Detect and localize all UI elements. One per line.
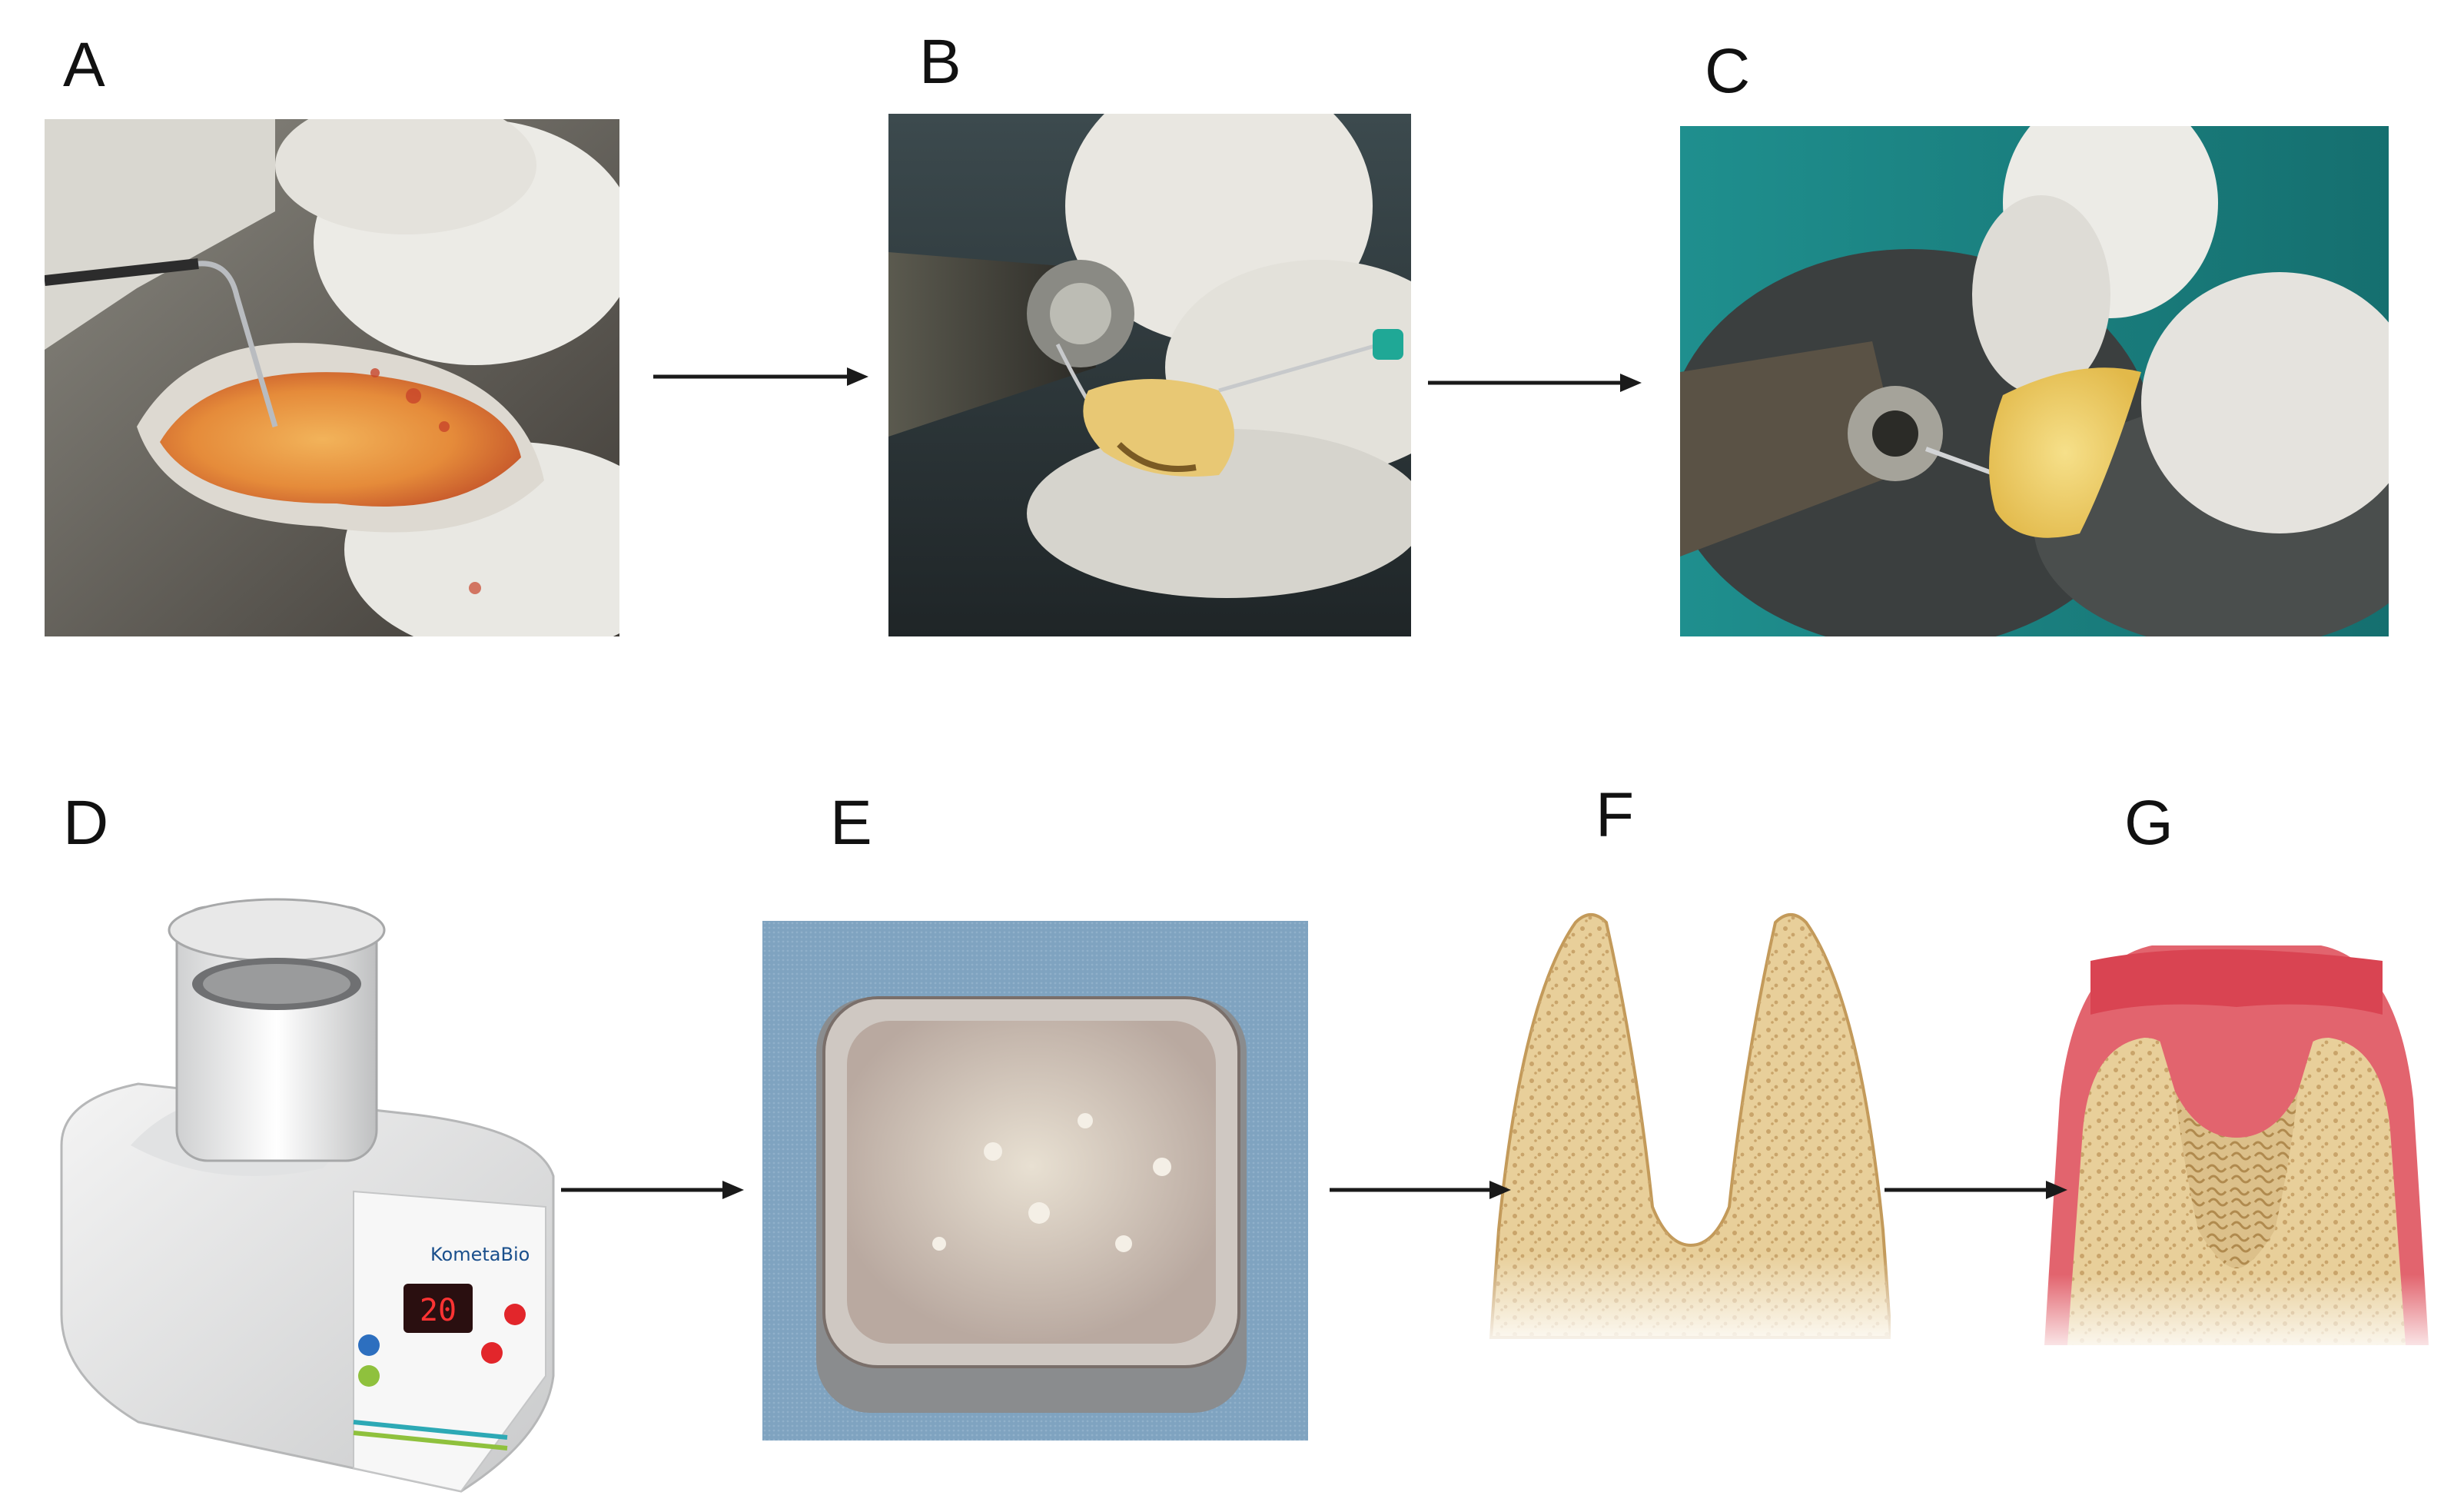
panel-g-grafted-socket (2044, 930, 2429, 1361)
device-brand-label: KometaBio (430, 1244, 530, 1265)
panel-label-f: F (1596, 780, 1635, 850)
bone-graft-container (762, 921, 1308, 1441)
panel-e-graft-photo (762, 921, 1308, 1441)
root-scaling-illustration (888, 114, 1411, 636)
bone-grinder-device: 20 KometaBio (60, 898, 555, 1493)
panel-b-photo (888, 114, 1411, 636)
panel-d-device: 20 KometaBio (46, 884, 569, 1499)
tooth-cleaning-illustration (45, 119, 619, 636)
device-display: 20 (420, 1293, 457, 1328)
arrow-b-to-c (1428, 374, 1642, 392)
arrow-f-to-g (1885, 1181, 2067, 1199)
panel-label-g: G (2124, 788, 2173, 858)
arrow-e-to-f (1330, 1181, 1511, 1199)
panel-label-a: A (63, 30, 105, 100)
panel-a-photo (45, 119, 619, 636)
grafted-socket-diagram (2044, 930, 2429, 1361)
extraction-socket-diagram (1460, 907, 1891, 1353)
panel-label-b: B (919, 27, 961, 97)
pulp-removal-illustration (1680, 126, 2389, 636)
panel-c-photo (1680, 126, 2389, 636)
panel-label-d: D (63, 788, 109, 858)
panel-label-e: E (830, 788, 872, 858)
arrow-a-to-b (653, 367, 868, 386)
panel-f-bone-socket (1460, 907, 1891, 1353)
arrow-d-to-e (561, 1181, 744, 1199)
panel-label-c: C (1705, 36, 1751, 106)
